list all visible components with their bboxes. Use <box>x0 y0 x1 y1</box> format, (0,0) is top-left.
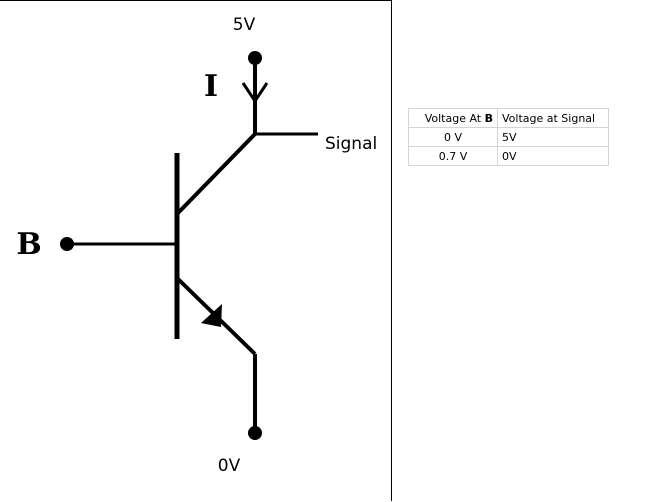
emitter-arrow-icon <box>201 304 222 327</box>
signal-label: Signal <box>325 134 377 154</box>
base-terminal-dot <box>60 237 74 251</box>
collector-diagonal <box>175 132 257 216</box>
supply-voltage-label: 5V <box>233 15 256 35</box>
header-voltage-at-b: Voltage At B <box>408 108 498 128</box>
cell-voltage-signal: 5V <box>497 127 609 147</box>
current-label: I <box>204 69 218 104</box>
table-row: 0 V 5V <box>408 127 609 147</box>
ground-terminal-dot <box>248 426 262 440</box>
transistor-diagram-panel: 5V I Signal B 0V <box>0 0 392 501</box>
voltage-truth-table: Voltage At B Voltage at Signal 0 V 5V 0.… <box>408 108 609 166</box>
cell-voltage-b: 0 V <box>408 127 498 147</box>
ground-voltage-label: 0V <box>218 456 241 476</box>
table-row: 0.7 V 0V <box>408 146 609 166</box>
base-label: B <box>16 227 41 262</box>
cell-voltage-b: 0.7 V <box>408 146 498 166</box>
cell-voltage-signal: 0V <box>497 146 609 166</box>
current-arrow-icon <box>241 82 269 104</box>
header-voltage-at-signal: Voltage at Signal <box>497 108 609 128</box>
table-header-row: Voltage At B Voltage at Signal <box>408 108 609 128</box>
transistor-circuit-diagram: 5V I Signal B 0V <box>16 15 377 476</box>
